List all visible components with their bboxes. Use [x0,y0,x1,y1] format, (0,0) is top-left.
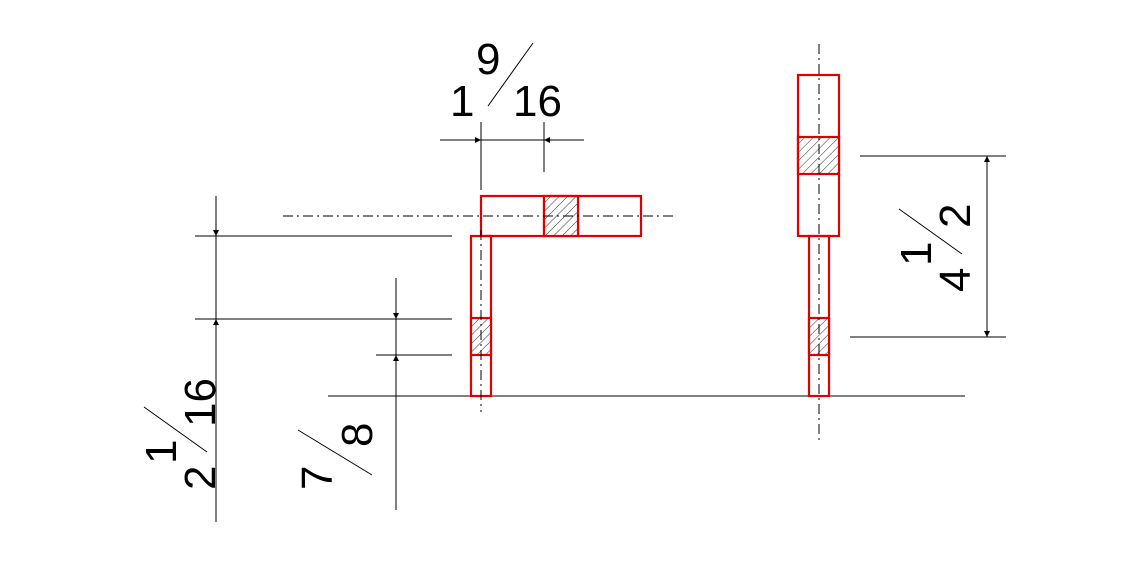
dimension-top-width: 1 9 16 [440,35,584,190]
dim-left-fraction-bar [143,406,208,453]
dim-offset-fraction-bar [297,429,373,476]
dim-right-denominator: 2 [931,204,980,228]
dim-left-whole: 2 [176,466,225,490]
dim-top-numerator: 9 [476,35,500,84]
dim-top-denominator: 16 [513,77,562,126]
dim-right-whole: 4 [931,268,980,292]
dim-offset-denominator: 8 [333,423,382,447]
post-stem-outline [807,234,831,398]
dim-top-fraction-bar [487,42,534,107]
dimension-left-offset: 7 8 [293,278,452,510]
dim-top-whole: 1 [450,77,474,126]
dim-right-numerator: 1 [892,242,941,266]
dim-left-numerator: 1 [137,440,186,464]
left-angle-part [283,194,676,412]
dim-offset-numerator: 7 [293,466,342,490]
dimension-left-height: 2 1 16 [137,196,452,522]
dim-right-fraction-bar [898,208,963,255]
dimension-right-height: 4 1 2 [850,155,1006,338]
right-post-part [796,44,841,444]
dim-left-denominator: 16 [176,378,225,427]
